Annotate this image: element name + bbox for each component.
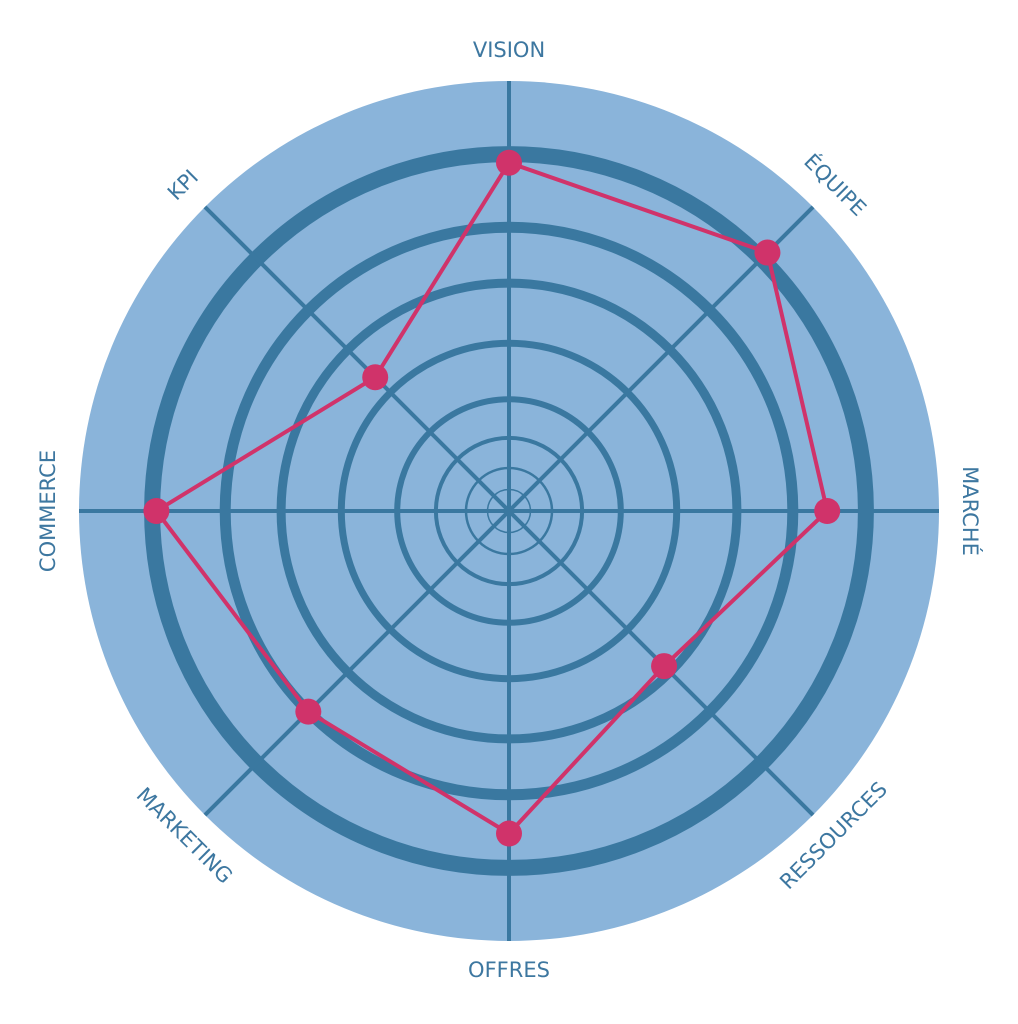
data-point (143, 498, 170, 524)
data-point (362, 364, 389, 391)
data-point (295, 698, 322, 725)
data-point (814, 498, 841, 524)
axis-line (203, 205, 511, 513)
axis-label: VISION (473, 38, 545, 62)
axis-label: KPI (163, 165, 203, 205)
axis-label: MARCHÉ (958, 466, 983, 556)
axis-label: OFFRES (468, 958, 550, 982)
axis-line (203, 509, 511, 817)
data-point (496, 149, 522, 176)
data-point (754, 239, 781, 266)
data-point (651, 653, 678, 680)
axis-label: COMMERCE (36, 450, 60, 572)
data-point (496, 820, 522, 847)
